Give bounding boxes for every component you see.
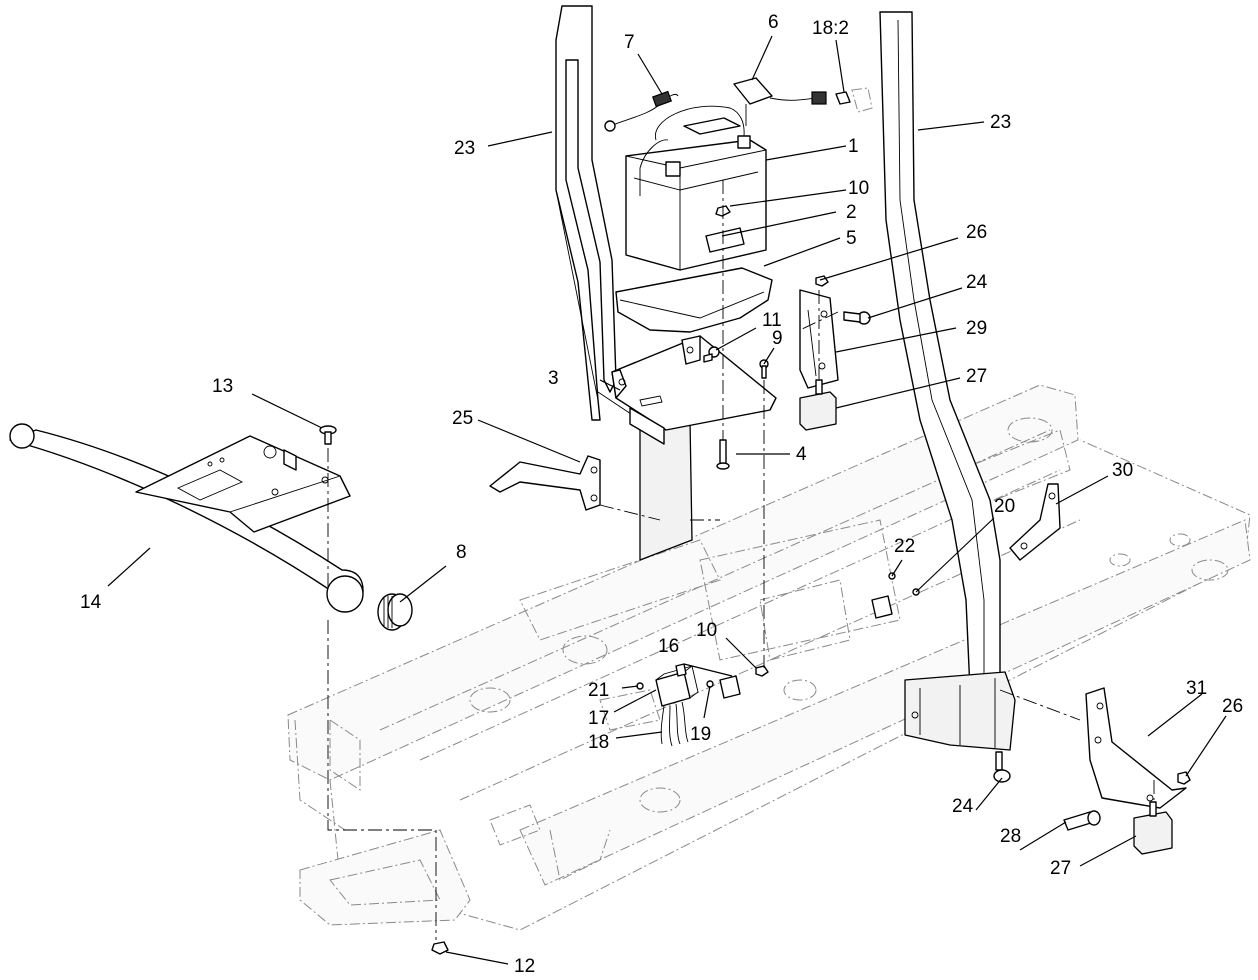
callout-21: 21 — [588, 680, 609, 701]
callout-13: 13 — [212, 376, 233, 397]
bolt-24-upper — [815, 275, 871, 325]
callout-26-upper: 26 — [966, 222, 987, 243]
rops-upright-left — [555, 5, 693, 561]
callout-18: 18 — [588, 732, 609, 753]
frame-ghost — [287, 384, 1251, 931]
bolt-28 — [1063, 810, 1101, 831]
callout-14: 14 — [80, 592, 102, 613]
callout-11: 11 — [762, 310, 782, 331]
battery — [625, 105, 767, 271]
isolator-lower — [1133, 801, 1173, 855]
callout-29: 29 — [966, 318, 987, 339]
callout-23-right: 23 — [990, 112, 1011, 133]
callout-30: 30 — [1112, 460, 1133, 481]
callout-27-upper: 27 — [966, 366, 987, 387]
callout-10-lower: 10 — [696, 620, 717, 641]
flange-nut-12 — [431, 941, 449, 955]
callout-28: 28 — [1000, 826, 1021, 847]
rops-upright-right — [879, 11, 1016, 751]
callout-12: 12 — [514, 956, 535, 977]
callout-6: 6 — [768, 12, 779, 33]
negative-cable — [604, 90, 679, 132]
leader-lines — [107, 35, 1227, 965]
callout-19: 19 — [690, 724, 711, 745]
wire-connector — [835, 87, 873, 113]
callout-31: 31 — [1186, 678, 1207, 699]
bracket-29 — [799, 289, 839, 389]
bracket-30 — [1009, 483, 1061, 561]
callout-18-2: 18:2 — [812, 18, 849, 39]
callout-26-lower: 26 — [1222, 696, 1243, 717]
callout-23-left: 23 — [454, 138, 475, 159]
callout-8: 8 — [456, 542, 467, 563]
positive-cable — [733, 77, 827, 126]
bolt-24-lower — [993, 751, 1011, 783]
callout-4: 4 — [796, 444, 807, 465]
callout-labels: 1 2 3 4 5 6 7 8 9 10 10 11 12 13 14 16 1… — [80, 12, 1243, 977]
bracket-25 — [489, 455, 661, 521]
callout-27-lower: 27 — [1050, 858, 1071, 879]
callout-16: 16 — [658, 636, 679, 657]
battery-tray — [615, 267, 773, 333]
callout-22: 22 — [894, 536, 915, 557]
callout-9: 9 — [772, 328, 783, 349]
nut-26-lower — [1177, 771, 1191, 785]
callout-5: 5 — [846, 228, 857, 249]
centerlines — [327, 180, 1155, 940]
carriage-bolt — [319, 425, 337, 445]
callout-20: 20 — [994, 496, 1015, 517]
isolator-upper — [799, 379, 837, 431]
callout-25: 25 — [452, 408, 473, 429]
battery-mount-plate — [611, 335, 777, 445]
callout-24-upper: 24 — [966, 272, 988, 293]
callout-17: 17 — [588, 708, 609, 729]
front-bar-assembly — [9, 423, 364, 613]
callout-3: 3 — [548, 368, 559, 389]
callout-7: 7 — [624, 32, 635, 53]
callout-24-lower: 24 — [952, 796, 974, 817]
bolt — [716, 439, 730, 470]
bracket-31 — [1085, 687, 1187, 809]
callout-1: 1 — [848, 136, 859, 157]
tube-plug — [377, 593, 413, 631]
callout-2: 2 — [846, 202, 857, 223]
relay-assembly — [636, 572, 920, 747]
callout-10-upper: 10 — [848, 178, 869, 199]
